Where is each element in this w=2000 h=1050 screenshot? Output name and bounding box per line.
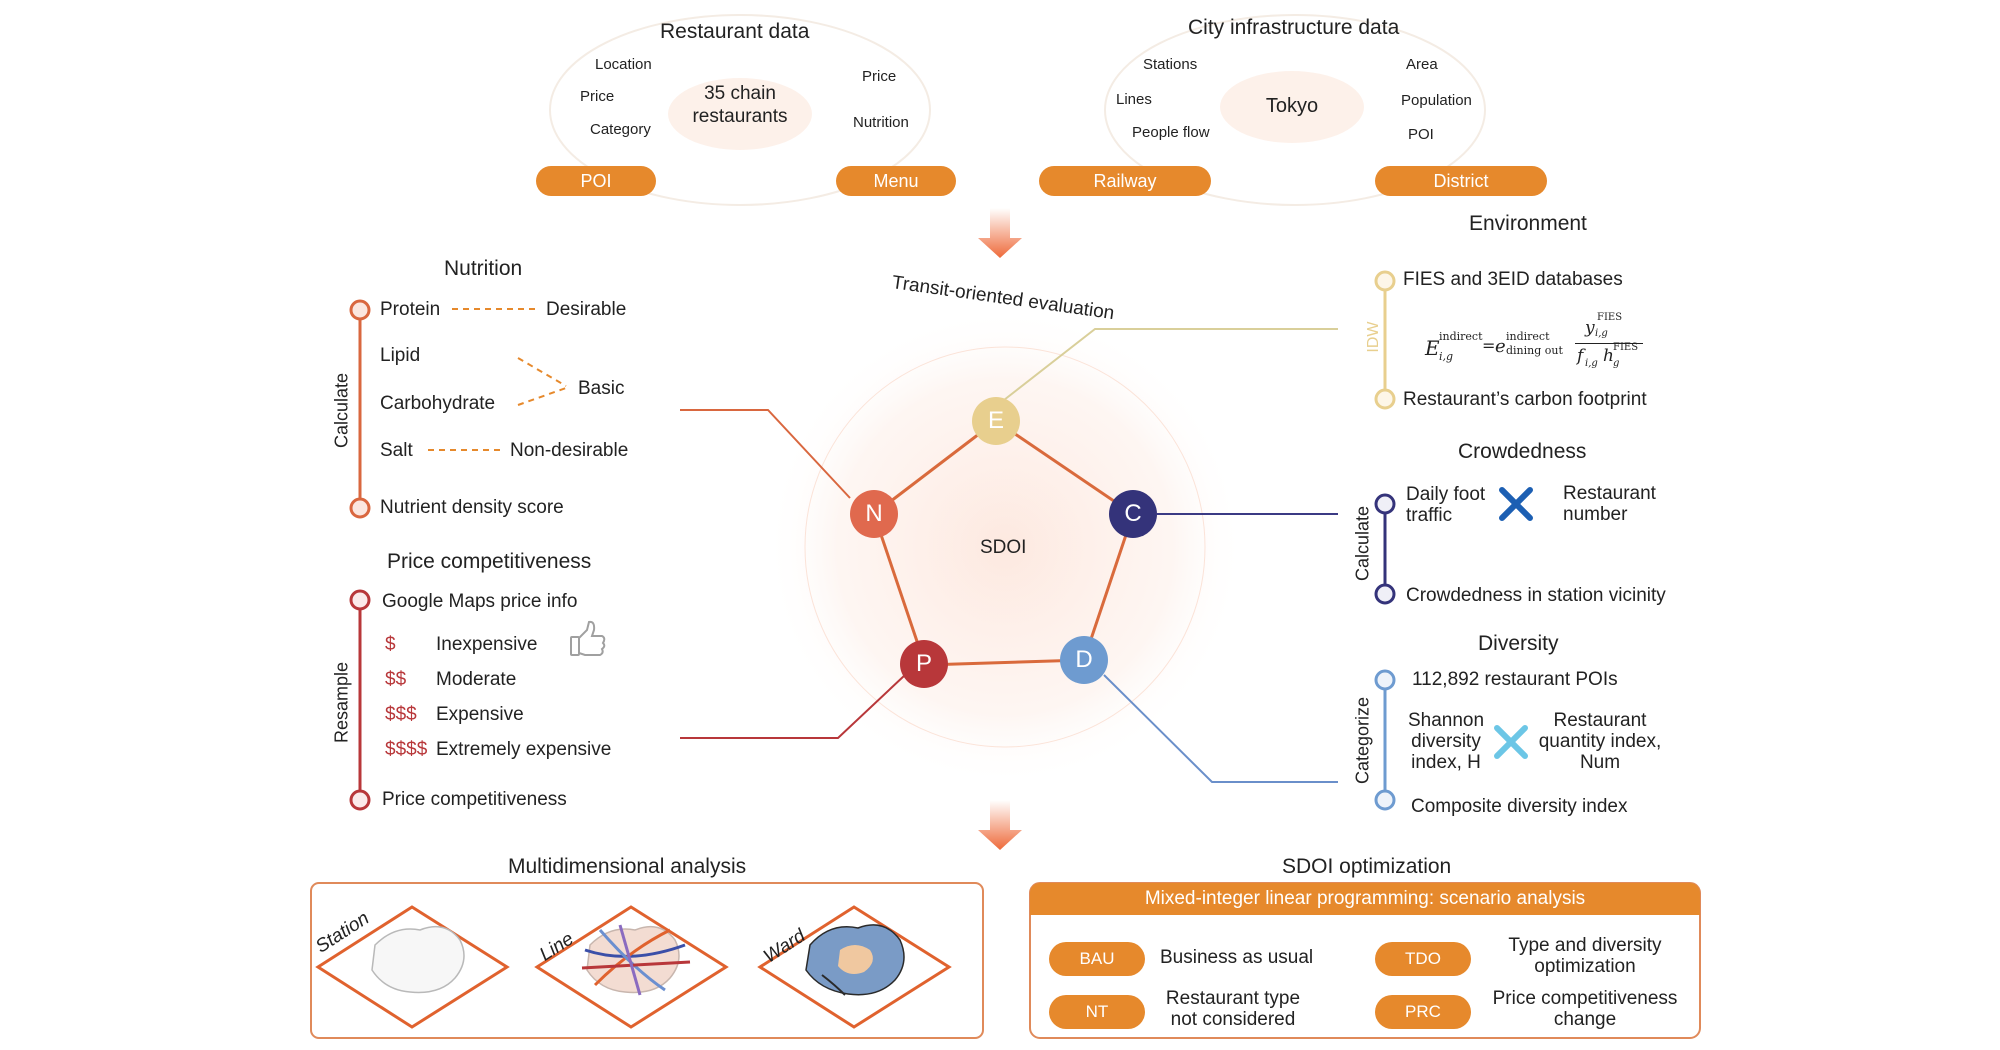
nutrition-result: Nutrient density score xyxy=(380,497,564,518)
restaurant-label-location: Location xyxy=(595,56,652,73)
city-label-stations: Stations xyxy=(1143,56,1198,73)
nutrition-non-desirable: Non-desirable xyxy=(510,440,629,461)
restaurant-label-price: Price xyxy=(580,88,615,105)
multi-title: Multidimensional analysis xyxy=(508,855,747,878)
center-glow xyxy=(765,307,1245,787)
diversity-top: 112,892 restaurant POIs xyxy=(1412,669,1618,690)
connector-n xyxy=(680,409,851,499)
nutrition-side-label: Calculate xyxy=(331,372,352,449)
scenario-desc-tdo: Type and diversity optimization xyxy=(1508,935,1662,977)
nutrition-lipid: Lipid xyxy=(380,345,421,366)
nutrition-desirable: Desirable xyxy=(546,299,627,320)
multiply-icon-diversity xyxy=(1494,725,1528,759)
node-diversity: D xyxy=(1060,636,1108,684)
city-label-poi: POI xyxy=(1408,126,1434,143)
multiply-icon-crowd xyxy=(1499,487,1533,521)
nutrition-title: Nutrition xyxy=(444,257,523,280)
city-center-text: Tokyo xyxy=(1265,95,1319,117)
restaurant-data-title: Restaurant data xyxy=(660,20,810,43)
price-sym-4: $$$$ xyxy=(385,739,428,760)
crowdedness-result: Crowdedness in station vicinity xyxy=(1406,585,1666,606)
node-price: P xyxy=(900,640,948,688)
scenario-tag-tdo: TDO xyxy=(1375,942,1471,976)
nutrition-carbohydrate: Carbohydrate xyxy=(380,393,496,414)
environment-top: FIES and 3EID databases xyxy=(1403,269,1623,290)
nutrition-salt: Salt xyxy=(380,440,413,461)
crowdedness-title: Crowdedness xyxy=(1458,440,1587,463)
optim-banner: Mixed-integer linear programming: scenar… xyxy=(1030,883,1700,915)
city-data-title: City infrastructure data xyxy=(1188,16,1400,39)
price-side-label: Resample xyxy=(331,661,352,744)
price-title: Price competitiveness xyxy=(387,550,592,573)
scenario-tag-prc: PRC xyxy=(1375,995,1471,1029)
connector-e xyxy=(1003,328,1338,401)
scenario-desc-nt: Restaurant type not considered xyxy=(1165,988,1301,1030)
pentagon-edges xyxy=(872,419,1135,667)
scenario-desc-bau: Business as usual xyxy=(1160,947,1314,968)
city-label-people-flow: People flow xyxy=(1132,124,1210,141)
price-level-3: Expensive xyxy=(436,704,524,725)
connector-p xyxy=(680,674,906,739)
restaurant-label-price-right: Price xyxy=(862,68,897,85)
poi-pill: POI xyxy=(536,166,656,196)
scenario-desc-prc: Price competitiveness change xyxy=(1492,988,1678,1030)
scenario-tag-nt: NT xyxy=(1049,995,1145,1029)
restaurant-label-nutrition: Nutrition xyxy=(853,114,909,131)
city-label-area: Area xyxy=(1406,56,1438,73)
environment-side-label: IDW xyxy=(1365,321,1382,353)
diversity-left: Shannon diversity index, H xyxy=(1407,710,1485,773)
nutrition-basic: Basic xyxy=(578,378,625,399)
crowdedness-right: Restaurant number xyxy=(1563,483,1656,525)
city-label-lines: Lines xyxy=(1116,91,1152,108)
down-arrow-top xyxy=(978,208,1022,258)
price-sym-2: $$ xyxy=(385,669,407,690)
crowdedness-left: Daily foot traffic xyxy=(1406,484,1486,526)
city-center-blob xyxy=(1220,71,1364,143)
scenario-tag-bau: BAU xyxy=(1049,942,1145,976)
district-pill: District xyxy=(1375,166,1547,196)
carbon-formula: E indirect i,g = e indirect dining out y… xyxy=(1425,312,1695,378)
node-environment: E xyxy=(972,397,1020,445)
diversity-result: Composite diversity index xyxy=(1411,796,1628,817)
city-oval xyxy=(1104,14,1486,206)
price-sym-3: $$$ xyxy=(385,704,417,725)
down-arrow-bottom xyxy=(978,800,1022,850)
restaurant-center-text: 35 chain restaurants xyxy=(692,83,788,127)
diversity-title: Diversity xyxy=(1478,632,1559,655)
diversity-right: Restaurant quantity index, Num xyxy=(1538,710,1662,773)
crowdedness-side-label: Calculate xyxy=(1352,505,1373,582)
price-level-4: Extremely expensive xyxy=(436,739,612,760)
menu-pill: Menu xyxy=(836,166,956,196)
node-nutrition: N xyxy=(850,490,898,538)
environment-result: Restaurant’s carbon footprint xyxy=(1403,389,1647,410)
railway-pill: Railway xyxy=(1039,166,1211,196)
price-top: Google Maps price info xyxy=(382,591,578,612)
multi-box xyxy=(310,882,984,1039)
nutrition-dashes xyxy=(428,308,567,451)
diversity-side-label: Categorize xyxy=(1352,696,1373,785)
restaurant-center-blob xyxy=(668,78,812,150)
price-level-2: Moderate xyxy=(436,669,517,690)
restaurant-oval xyxy=(549,14,931,206)
restaurant-label-category: Category xyxy=(590,121,651,138)
nutrition-protein: Protein xyxy=(380,299,441,320)
environment-title: Environment xyxy=(1469,212,1587,235)
node-crowdedness: C xyxy=(1109,490,1157,538)
connector-d xyxy=(1103,674,1338,783)
optim-title: SDOI optimization xyxy=(1282,855,1452,878)
price-level-1: Inexpensive xyxy=(436,634,538,655)
sdoi-label: SDOI xyxy=(980,537,1027,558)
price-result: Price competitiveness xyxy=(382,789,567,810)
city-label-population: Population xyxy=(1401,92,1472,109)
price-sym-1: $ xyxy=(385,634,396,655)
thumbs-up-icon xyxy=(570,620,606,656)
